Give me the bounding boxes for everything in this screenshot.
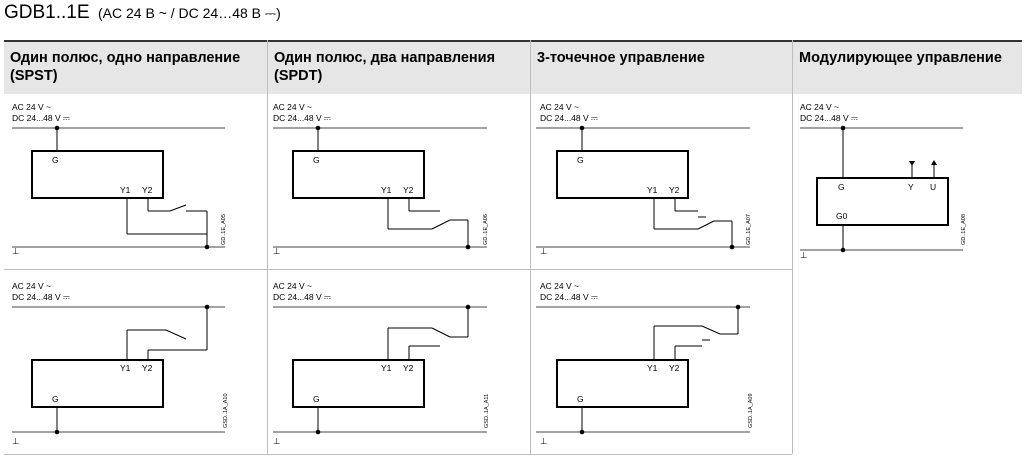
dc-label: DC 24...48 V ⎓	[800, 113, 858, 123]
terminal-y2: Y2	[403, 185, 414, 195]
terminal-g: G	[52, 155, 59, 165]
diagram-code: GD..1E_A08	[961, 214, 967, 245]
terminal-y2: Y2	[142, 363, 153, 373]
diagram-code: GSD..1A_A10	[223, 393, 229, 428]
dc-label: DC 24...48 V ⎓	[12, 292, 70, 302]
ground-symbol: ⊥	[800, 250, 808, 260]
ac-label: AC 24 V ~	[273, 102, 312, 112]
ground-symbol: ⊥	[273, 246, 281, 256]
diagram-spdt-top	[273, 127, 487, 248]
terminal-g: G	[52, 394, 59, 404]
terminal-y2: Y2	[669, 185, 680, 195]
terminal-g: G	[577, 155, 584, 165]
dc-label: DC 24...48 V ⎓	[12, 113, 70, 123]
ac-label: AC 24 V ~	[12, 102, 51, 112]
model-title: GDB1..1E	[4, 2, 90, 23]
dc-label: DC 24...48 V ⎓	[273, 113, 331, 123]
terminal-y1: Y1	[120, 185, 131, 195]
terminal-y2: Y2	[669, 363, 680, 373]
terminal-u: U	[930, 182, 936, 192]
header-3point: 3-точечное управление	[531, 40, 792, 94]
diagram-3point-top	[536, 127, 750, 248]
ground-symbol: ⊥	[540, 436, 548, 446]
ac-label: AC 24 V ~	[273, 281, 312, 291]
terminal-g: G	[313, 155, 320, 165]
row-divider	[4, 269, 792, 270]
terminal-y2: Y2	[403, 363, 414, 373]
terminal-y1: Y1	[381, 185, 392, 195]
terminal-y1: Y1	[381, 363, 392, 373]
supply-subtitle: (AC 24 В ~ / DC 24…48 В ⎓)	[98, 5, 281, 21]
header-spdt: Один полюс, два направления (SPDT)	[268, 40, 530, 94]
junction-dots	[54, 125, 846, 435]
terminal-y1: Y1	[647, 185, 658, 195]
terminal-y1: Y1	[120, 363, 131, 373]
terminal-g: G	[838, 182, 845, 192]
diagram-3point-bottom	[536, 306, 750, 433]
diagram-modulating	[800, 127, 963, 251]
diagram-code: GSD..1A_A09	[748, 393, 754, 428]
ground-symbol: ⊥	[273, 436, 281, 446]
row-divider	[4, 454, 792, 455]
ac-label: AC 24 V ~	[12, 281, 51, 291]
diagram-spst-bottom	[12, 306, 225, 433]
column-divider	[267, 40, 268, 454]
diagram-spdt-bottom	[273, 306, 487, 433]
header-spst: Один полюс, одно направление (SPST)	[4, 40, 267, 94]
terminal-g: G	[577, 394, 584, 404]
dc-label: DC 24...48 V ⎓	[273, 292, 331, 302]
terminal-y: Y	[908, 182, 914, 192]
ac-label: AC 24 V ~	[540, 102, 579, 112]
terminal-y1: Y1	[647, 363, 658, 373]
terminal-y2: Y2	[142, 185, 153, 195]
diagram-code: GSD..1A_A11	[484, 394, 490, 428]
ac-label: AC 24 V ~	[800, 102, 839, 112]
diagram-code: GD..1E_A05	[221, 214, 227, 245]
terminal-g: G	[313, 394, 320, 404]
diagram-code: GD..1E_A06	[483, 214, 489, 245]
terminal-g0: G0	[836, 211, 848, 221]
ground-symbol: ⊥	[540, 246, 548, 256]
dc-label: DC 24...48 V ⎓	[540, 113, 598, 123]
dc-label: DC 24...48 V ⎓	[540, 292, 598, 302]
column-divider	[530, 40, 531, 454]
ac-label: AC 24 V ~	[540, 281, 579, 291]
column-divider	[792, 40, 793, 454]
ground-symbol: ⊥	[12, 436, 20, 446]
page-title: GDB1..1E (AC 24 В ~ / DC 24…48 В ⎓)	[4, 2, 281, 24]
header-modulating: Модулирующее управление	[793, 40, 1022, 94]
ground-symbol: ⊥	[12, 246, 20, 256]
diagram-spst-top	[12, 127, 225, 248]
diagram-code: GD..1E_A07	[746, 214, 752, 245]
